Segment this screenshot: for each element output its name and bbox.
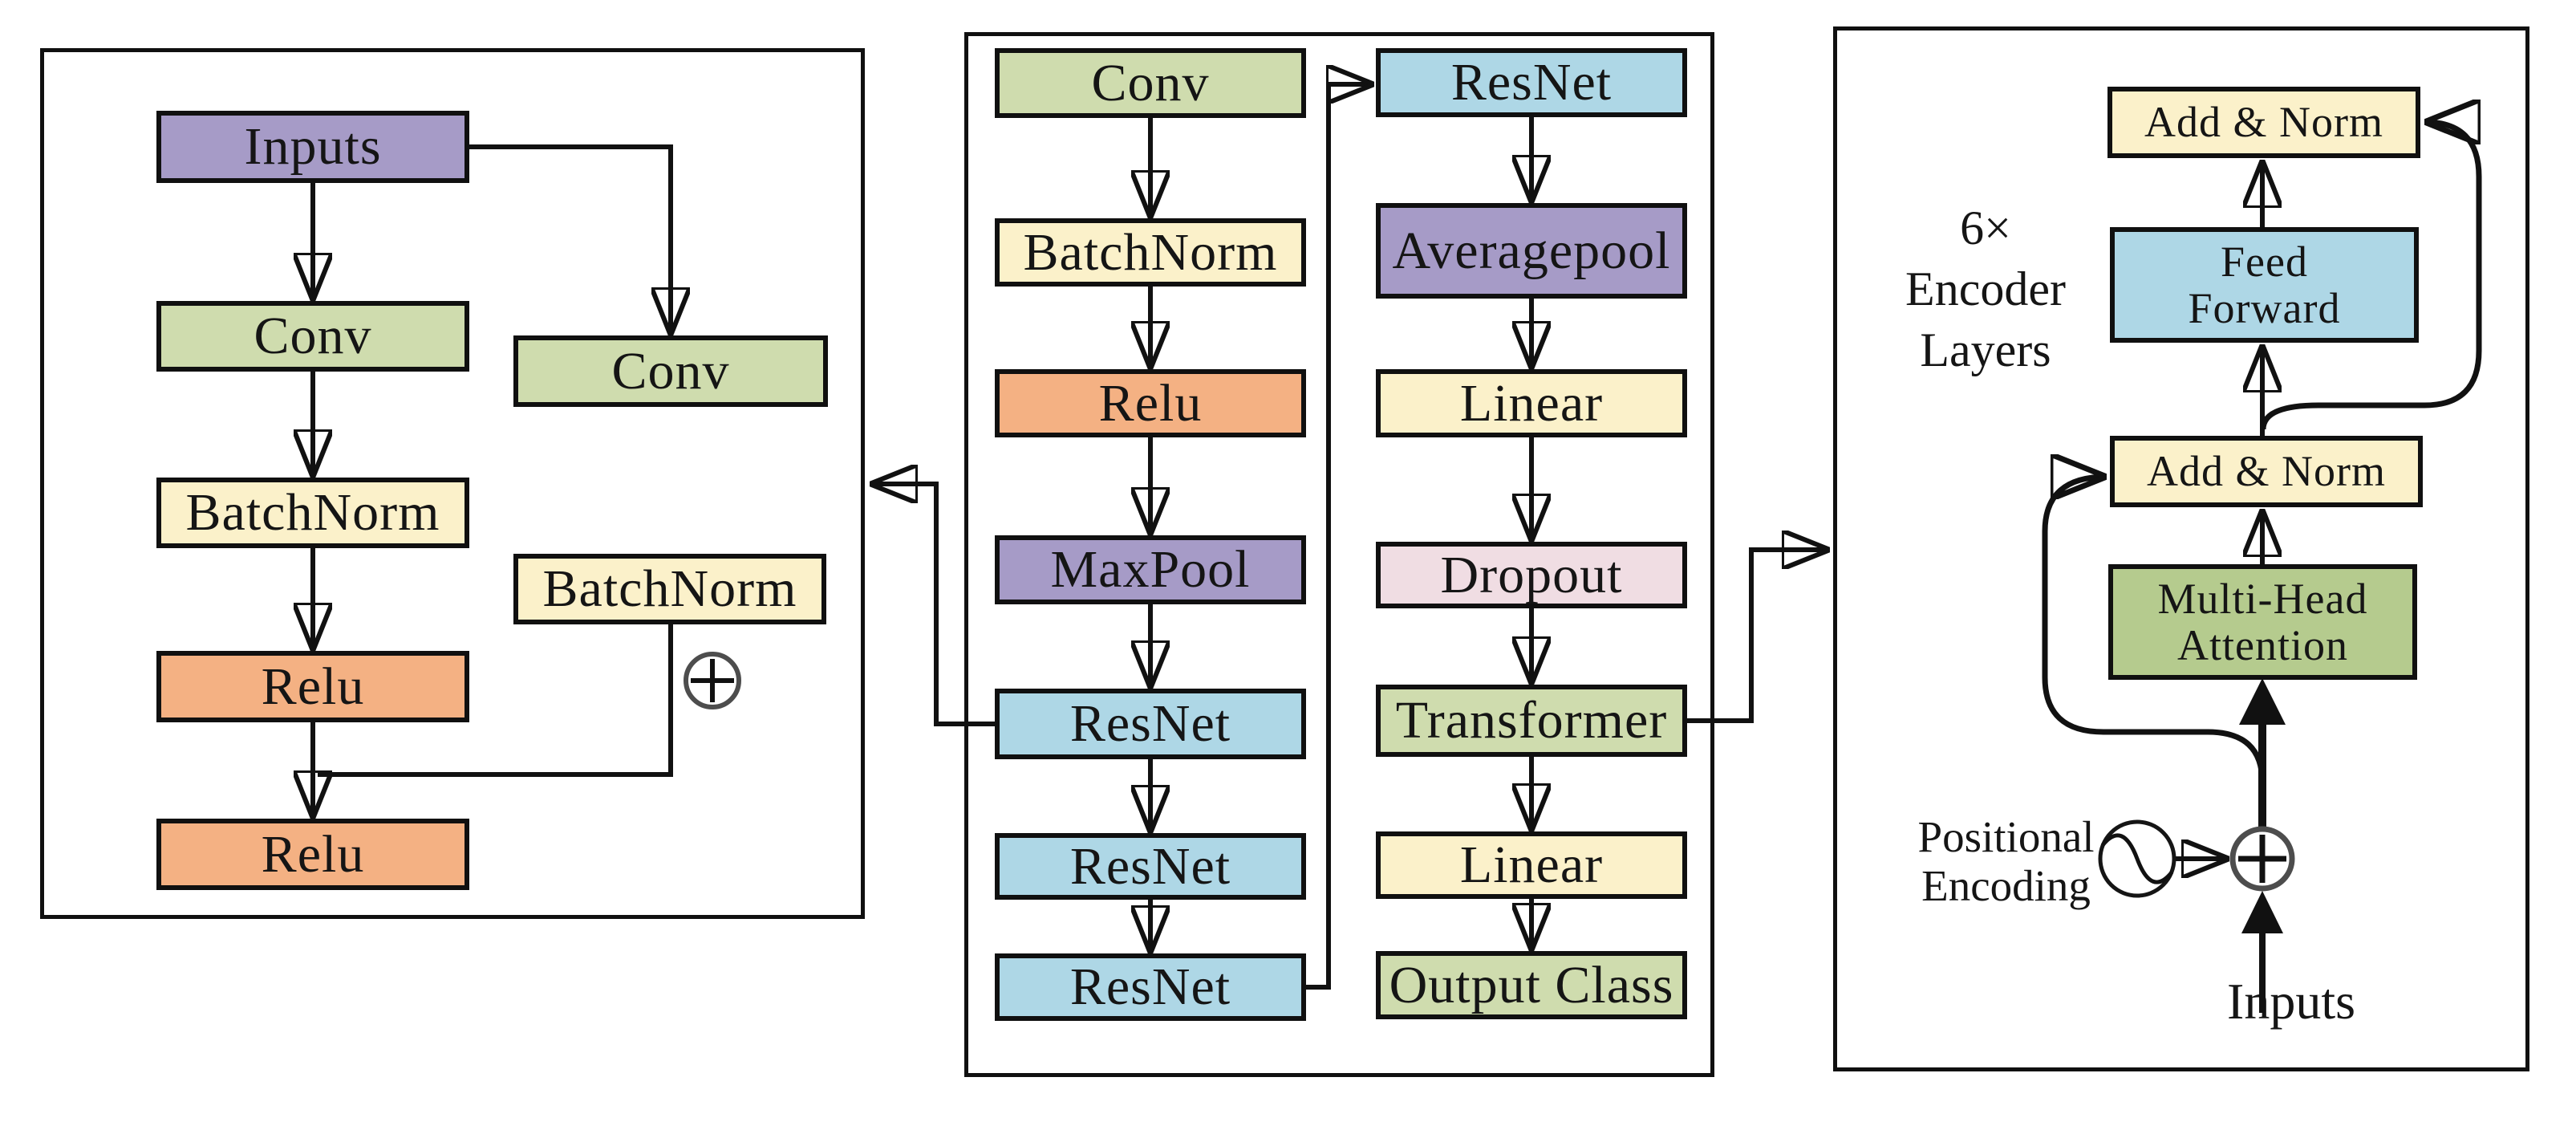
- box-batchnorm-skip: BatchNorm: [513, 554, 826, 624]
- box-relu-out: Relu: [156, 819, 469, 890]
- box-head-linear-2: Linear: [1376, 831, 1687, 899]
- panel-encoder: [1833, 26, 2529, 1071]
- box-head-dropout: Dropout: [1376, 542, 1687, 608]
- feed-forward-line-1: Feed: [2221, 237, 2308, 286]
- box-feed-forward: Feed Forward: [2110, 227, 2419, 343]
- box-head-linear-1: Linear: [1376, 369, 1687, 437]
- box-stem-relu: Relu: [995, 369, 1306, 437]
- encoder-repeat-label: 6× Encoder Layers: [1869, 197, 2102, 380]
- panel-resnet-block: [40, 48, 865, 919]
- box-multi-head-attention: Multi-Head Attention: [2108, 564, 2417, 680]
- box-stem-resnet-3: ResNet: [995, 953, 1306, 1021]
- attention-line-2: Attention: [2177, 621, 2348, 669]
- box-head-output-class: Output Class: [1376, 951, 1687, 1019]
- box-inputs: Inputs: [156, 111, 469, 183]
- box-stem-maxpool: MaxPool: [995, 535, 1306, 604]
- box-stem-batchnorm: BatchNorm: [995, 218, 1306, 287]
- box-stem-resnet-2: ResNet: [995, 833, 1306, 900]
- encoder-inputs-label: Inputs: [2227, 973, 2355, 1030]
- feed-forward-line-2: Forward: [2188, 284, 2341, 332]
- box-head-resnet: ResNet: [1376, 48, 1687, 117]
- box-relu-main: Relu: [156, 651, 469, 722]
- box-head-averagepool: Averagepool: [1376, 203, 1687, 299]
- box-batchnorm-main: BatchNorm: [156, 478, 469, 548]
- positional-encoding-line-1: Positional: [1917, 812, 2095, 861]
- box-stem-resnet-1: ResNet: [995, 689, 1306, 759]
- positional-encoding-label: Positional Encoding: [1908, 812, 2104, 910]
- box-stem-conv: Conv: [995, 48, 1306, 118]
- box-head-transformer: Transformer: [1376, 685, 1687, 757]
- box-add-norm-mid: Add & Norm: [2110, 436, 2423, 507]
- encoder-repeat-line-2: Encoder: [1905, 262, 2066, 315]
- box-conv-main: Conv: [156, 301, 469, 372]
- box-add-norm-top: Add & Norm: [2107, 87, 2420, 158]
- positional-encoding-line-2: Encoding: [1921, 861, 2091, 910]
- attention-line-1: Multi-Head: [2157, 574, 2368, 623]
- box-conv-skip: Conv: [513, 335, 828, 407]
- encoder-repeat-line-3: Layers: [1920, 323, 2051, 376]
- encoder-repeat-line-1: 6×: [1960, 201, 2011, 254]
